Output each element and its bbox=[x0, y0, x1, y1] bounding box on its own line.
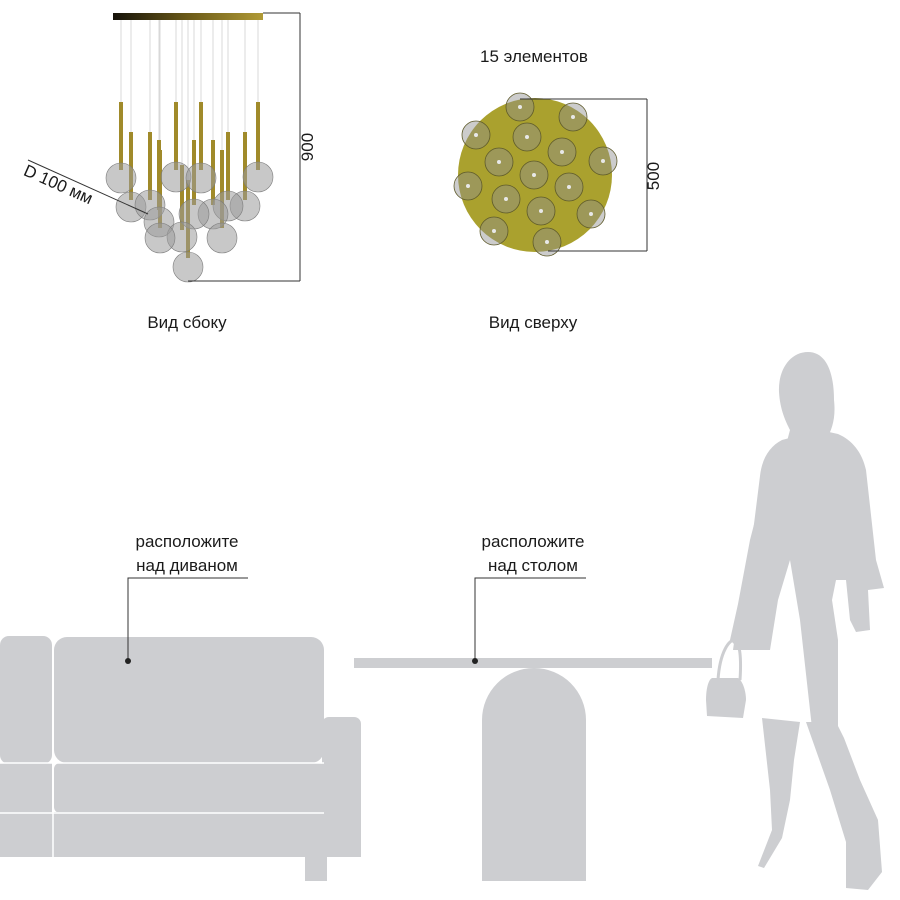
callout-leaders bbox=[127, 577, 586, 661]
sofa-left-seat bbox=[0, 763, 52, 813]
woman-legs bbox=[758, 718, 800, 868]
sofa-callout-line1: расположите bbox=[135, 532, 239, 551]
glass-globe bbox=[185, 162, 217, 194]
top-globe-center bbox=[571, 115, 575, 119]
glass-globe bbox=[144, 222, 176, 254]
woman-coat bbox=[733, 430, 884, 728]
top-globe-center bbox=[589, 212, 593, 216]
table-pedestal bbox=[482, 668, 586, 881]
pendant-rod bbox=[220, 150, 224, 228]
top-globe-center bbox=[567, 185, 571, 189]
top-view-caption: Вид сверху bbox=[488, 313, 578, 332]
handbag bbox=[706, 678, 746, 718]
diameter-leader-line bbox=[27, 159, 149, 215]
pendant-rod bbox=[180, 165, 184, 230]
sofa-callout-line2: над диваном bbox=[136, 556, 238, 575]
top-globe-center bbox=[539, 209, 543, 213]
glass-globes bbox=[105, 161, 274, 283]
table-callout-line2: над столом bbox=[488, 556, 578, 575]
top-view-drawing bbox=[453, 92, 648, 257]
glass-globe bbox=[172, 251, 204, 283]
top-globe-center bbox=[525, 135, 529, 139]
suspension-wires bbox=[120, 20, 259, 180]
pendant-rod bbox=[243, 132, 247, 200]
woman-silhouette bbox=[706, 352, 884, 890]
pendant-rod bbox=[129, 132, 133, 200]
glass-globe bbox=[206, 222, 238, 254]
glass-globe bbox=[242, 161, 274, 193]
pendant-rod bbox=[256, 102, 260, 170]
top-globe-center bbox=[466, 184, 470, 188]
top-view-globes bbox=[453, 92, 618, 257]
table bbox=[354, 658, 712, 881]
height-dimension bbox=[188, 12, 301, 282]
sofa-seat-cushion bbox=[54, 763, 325, 813]
pendant-rod bbox=[199, 102, 203, 170]
top-globe-center bbox=[518, 105, 522, 109]
top-globe-center bbox=[601, 159, 605, 163]
top-globe-center bbox=[474, 133, 478, 137]
side-view-caption: Вид сбоку bbox=[147, 313, 227, 332]
sofa bbox=[0, 636, 361, 881]
top-view-count-label: 15 элементов bbox=[480, 47, 588, 66]
pendant-rod bbox=[119, 102, 123, 170]
ceiling-canopy bbox=[113, 13, 263, 20]
pendant-rod bbox=[174, 102, 178, 170]
pendant-rod bbox=[158, 150, 162, 228]
table-callout-dot bbox=[472, 658, 478, 664]
sofa-callout-dot bbox=[125, 658, 131, 664]
sofa-left-back bbox=[0, 636, 52, 764]
height-label: 900 bbox=[298, 132, 318, 162]
sofa-leg bbox=[305, 857, 327, 881]
table-callout-line1: расположите bbox=[481, 532, 585, 551]
top-globe-center bbox=[560, 150, 564, 154]
width-dimension bbox=[520, 98, 648, 252]
top-globe-center bbox=[504, 197, 508, 201]
sofa-base bbox=[0, 812, 361, 857]
side-view-drawing bbox=[27, 12, 301, 283]
width-label: 500 bbox=[644, 161, 664, 191]
sofa-back-cushion bbox=[54, 637, 324, 763]
woman-head bbox=[778, 352, 835, 445]
top-globe-center bbox=[545, 240, 549, 244]
glass-globe bbox=[105, 162, 137, 194]
pendant-rod bbox=[148, 132, 152, 200]
top-globe-center bbox=[497, 160, 501, 164]
pendant-rod bbox=[226, 132, 230, 200]
top-globe-center bbox=[532, 173, 536, 177]
table-top bbox=[354, 658, 712, 668]
top-globe-center bbox=[492, 229, 496, 233]
